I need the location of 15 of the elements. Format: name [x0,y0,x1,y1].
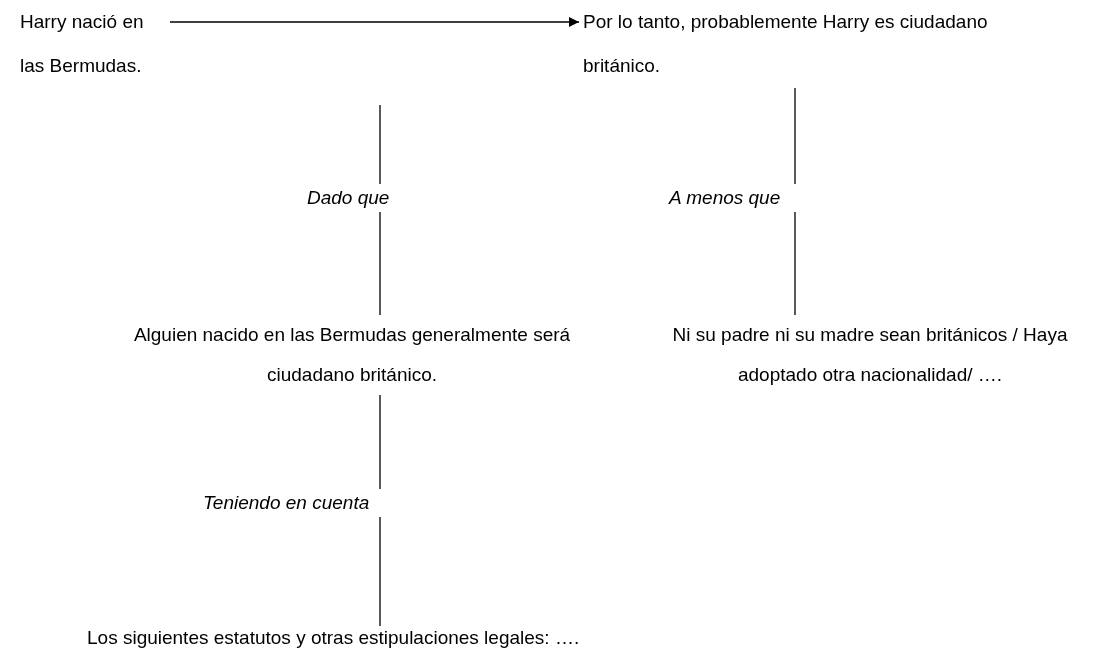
statement-text: Alguien nacido en las Bermudas generalmente será ciudadano británico. [122,315,582,395]
connector-line [794,87,796,185]
connector-phrase: Teniendo en cuenta [203,489,370,517]
statement-text: Los siguientes estatutos y otras estipulaciones legales: …. [87,626,580,650]
connector-line [379,394,381,490]
connector-line [379,211,381,316]
statement-text: Por lo tanto, probablemente Harry es ciudadano británico. [583,0,1013,88]
connector-line [379,104,381,185]
arrow [169,17,580,27]
connector-phrase: A menos que [669,184,781,212]
statement-text: Harry nació en las Bermudas. [20,0,170,88]
connector-phrase: Dado que [307,184,390,212]
connector-line [379,516,381,627]
connector-line [794,211,796,316]
statement-text: Ni su padre ni su madre sean británicos / Haya adoptado otra nacionalidad/ …. [644,315,1096,395]
